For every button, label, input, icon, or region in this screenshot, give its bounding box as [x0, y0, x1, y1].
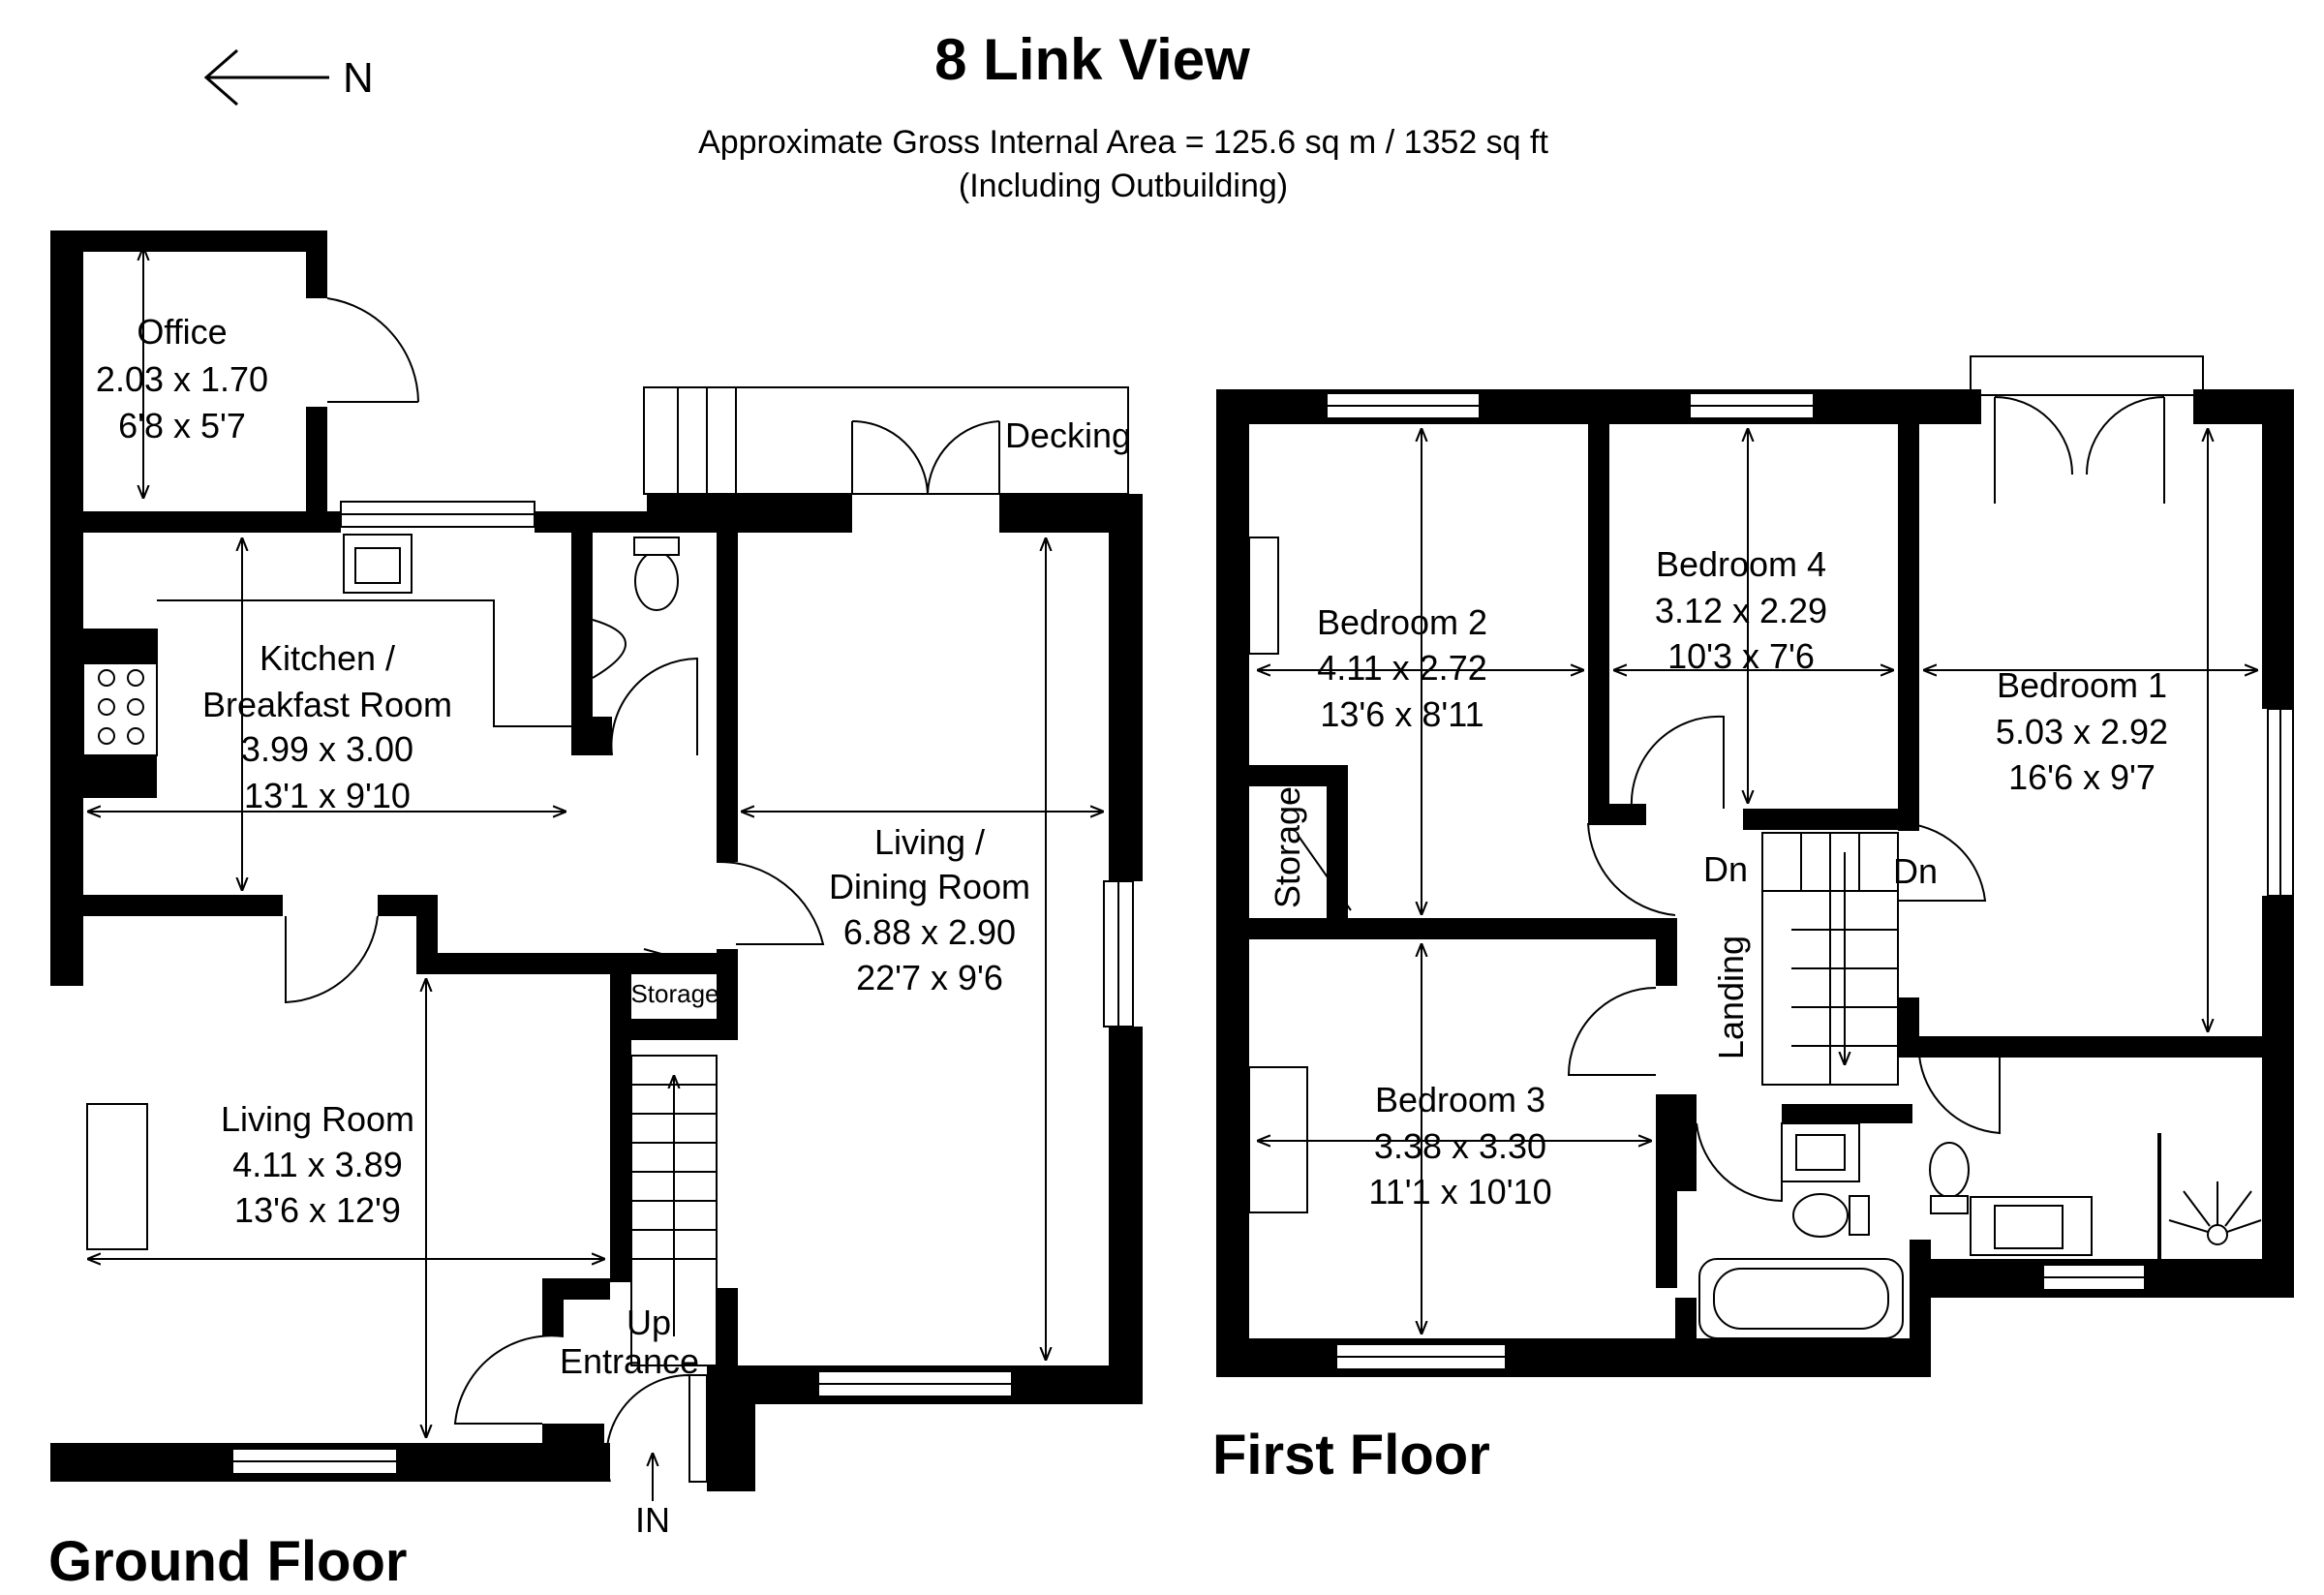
- bedroom-1-metric: 5.03 x 2.92: [1996, 712, 2168, 751]
- living-dining-name-2: Dining Room: [829, 867, 1030, 906]
- kitchen-metric: 3.99 x 3.00: [241, 729, 413, 769]
- down-right-label: Dn: [1893, 851, 1938, 891]
- kitchen-name-1: Kitchen /: [260, 638, 395, 678]
- bedroom-1-imperial: 16'6 x 9'7: [2008, 757, 2156, 797]
- entrance-label: Entrance: [560, 1341, 699, 1381]
- living-room-name: Living Room: [221, 1099, 414, 1139]
- stairs-up-label: Up: [627, 1303, 671, 1342]
- ground-floor-label: Ground Floor: [48, 1530, 408, 1593]
- bedroom-2-name: Bedroom 2: [1317, 602, 1487, 642]
- living-dining-metric: 6.88 x 2.90: [843, 912, 1016, 952]
- bedroom-4-name: Bedroom 4: [1656, 544, 1826, 584]
- bedroom-2-metric: 4.11 x 2.72: [1317, 648, 1486, 688]
- living-dining-imperial: 22'7 x 9'6: [856, 958, 1003, 997]
- in-label: IN: [635, 1500, 670, 1540]
- down-left-label: Dn: [1703, 849, 1748, 889]
- bedroom-4-metric: 3.12 x 2.29: [1655, 591, 1827, 630]
- living-room-imperial: 13'6 x 12'9: [234, 1190, 401, 1230]
- first-floor-plan: Storage Dn Dn Landing: [1212, 355, 2294, 1487]
- kitchen-name-2: Breakfast Room: [202, 685, 452, 724]
- ground-floor-plan: Decking: [48, 230, 1143, 1593]
- area-note: (Including Outbuilding): [959, 168, 1288, 204]
- bedroom-1-name: Bedroom 1: [1997, 665, 2167, 705]
- north-arrow-icon: N: [203, 48, 374, 107]
- office-name: Office: [137, 312, 227, 352]
- bedroom-2-imperial: 13'6 x 8'11: [1320, 694, 1483, 734]
- living-room-metric: 4.11 x 3.89: [232, 1145, 402, 1184]
- north-label: N: [343, 54, 374, 102]
- office-imperial: 6'8 x 5'7: [118, 406, 246, 445]
- first-floor-label: First Floor: [1212, 1424, 1490, 1487]
- living-dining-name-1: Living /: [874, 822, 985, 862]
- first-storage-label: Storage: [1268, 786, 1307, 908]
- landing-label: Landing: [1711, 936, 1751, 1059]
- plan-title: 8 Link View: [934, 27, 1250, 92]
- decking-label: Decking: [1005, 415, 1131, 455]
- ground-storage-label: Storage: [630, 979, 719, 1008]
- bedroom-3-name: Bedroom 3: [1375, 1080, 1545, 1120]
- area-line: Approximate Gross Internal Area = 125.6 …: [698, 124, 1548, 161]
- bedroom-4-imperial: 10'3 x 7'6: [1667, 636, 1815, 676]
- office-metric: 2.03 x 1.70: [96, 359, 268, 399]
- bedroom-3-imperial: 11'1 x 10'10: [1368, 1172, 1551, 1212]
- bedroom-3-metric: 3.38 x 3.30: [1374, 1126, 1546, 1166]
- kitchen-imperial: 13'1 x 9'10: [244, 776, 411, 815]
